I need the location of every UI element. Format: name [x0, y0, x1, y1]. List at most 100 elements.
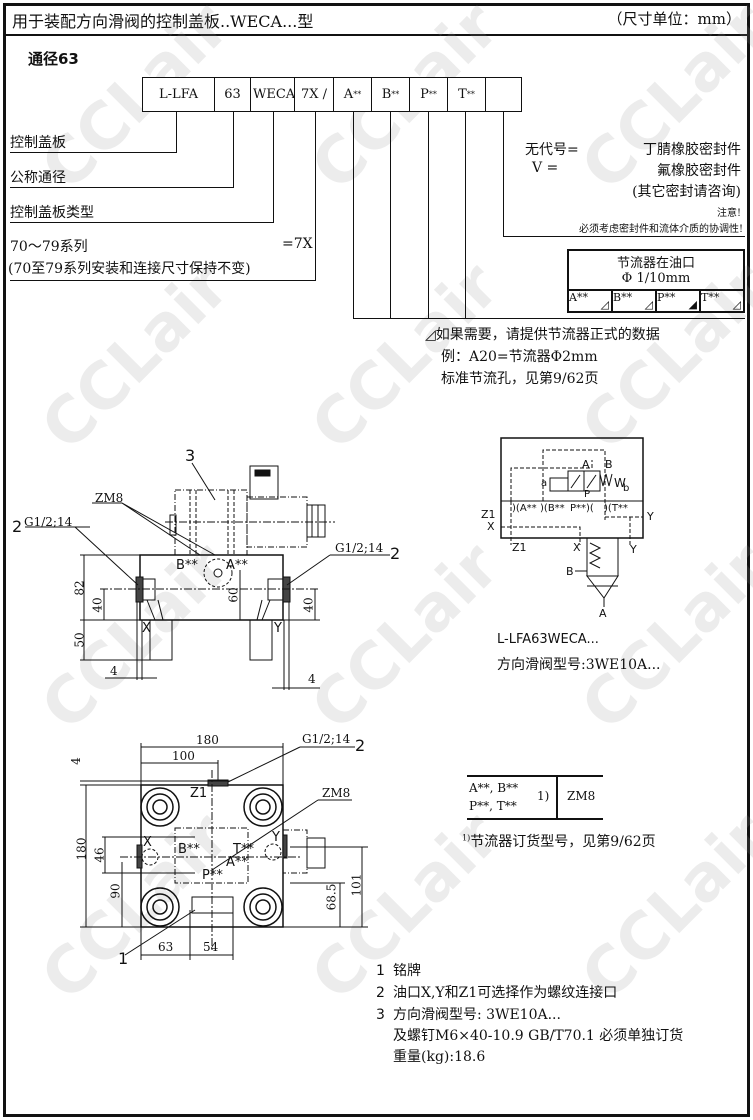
leader-line [10, 222, 274, 223]
leader-line [503, 112, 504, 237]
symbol-b: B [605, 458, 613, 471]
dim-40-left: 40 [90, 597, 105, 613]
throttle-title: 节流器在油口 [616, 256, 695, 271]
side-item-3: 3 [185, 446, 196, 465]
top-port-p: P** [202, 868, 223, 883]
port-text: A** [519, 503, 537, 514]
cell-text: P** [657, 291, 676, 304]
code-text: L-LFA [159, 87, 198, 102]
label-series: 70～79系列 [10, 239, 88, 255]
code-box-series: 7X / [294, 77, 334, 112]
seal-none-desc: 丁腈橡胶密封件 [643, 142, 741, 158]
leader-line [428, 112, 429, 319]
code-box-size: 63 [214, 77, 251, 112]
throttle-cell-b: B**◿ [613, 291, 657, 311]
note-text: 如果需要，请提供节流器正式的数据 [435, 327, 660, 343]
leader-line [10, 187, 234, 188]
top-port-a: A** [226, 855, 248, 870]
title-bar [3, 3, 750, 36]
side-item-2-right: 2 [390, 544, 401, 563]
symbol-out-a: A [599, 607, 607, 620]
item-1: 1 铭牌 [376, 960, 421, 980]
symbol-sol-a: a [541, 478, 548, 489]
code-text: B [381, 87, 392, 102]
zm8-ref: 1) [537, 789, 550, 803]
label-nominal-size: 公称通径 [10, 170, 66, 186]
seal-warning: 必须考虑密封件和流体介质的协调性! [578, 224, 743, 235]
leader-line [233, 112, 234, 188]
footnote-text: 节流器订货型号，见第9/62页 [470, 834, 656, 850]
top-port-t: T** [233, 842, 254, 857]
code-text: 7X [300, 87, 319, 102]
symbol-port-t: )(T** [604, 503, 628, 514]
leader-line [315, 112, 316, 281]
code-text: WECA [253, 87, 296, 102]
top-port-b: B** [178, 842, 200, 857]
symbol-y-bottom: Y [630, 543, 637, 556]
dim-100: 100 [172, 749, 195, 763]
item-text: 铭牌 [393, 963, 421, 979]
units-note: （尺寸单位：mm） [607, 10, 741, 28]
symbol-port-a: )(A** [512, 503, 537, 514]
top-view-drawing [80, 743, 368, 960]
throttle-cell-t: T**◿ [701, 291, 743, 311]
code-text: 63 [224, 87, 241, 102]
side-port-right: G1/2;14 [335, 541, 384, 555]
nominal-size-label: 通径63 [28, 50, 79, 68]
dim-101: 101 [349, 873, 364, 897]
cell-text: A** [569, 291, 588, 304]
dim-54: 54 [203, 940, 219, 954]
dim-4-right: 4 [308, 672, 316, 686]
dim-90: 90 [108, 883, 123, 899]
symbol-y: Y [647, 510, 654, 523]
side-port-left: G1/2;14 [24, 515, 73, 529]
dim-40-right: 40 [301, 597, 316, 613]
port-text: T** [611, 503, 628, 514]
page-title: 用于装配方向滑阀的控制盖板..WECA...型 [12, 12, 314, 31]
item-num: 1 [376, 963, 385, 979]
code-text: P [420, 87, 429, 102]
throttle-cell-a: A**◿ [569, 291, 613, 311]
zm8-ports-line2: P**, T** [469, 799, 517, 813]
item-num: 2 [376, 985, 385, 1001]
footnote: 1)节流器订货型号，见第9/62页 [462, 831, 656, 851]
zm8-table: A**, B** P**, T** 1) ZM8 [467, 775, 603, 820]
leader-line [465, 112, 466, 319]
item-text: 方向滑阀型号: 3WE10A... [393, 1007, 561, 1023]
zm8-ports-line1: A**, B** [469, 781, 519, 795]
throttle-triangle-icon: ◢ [688, 298, 697, 311]
throttle-triangle-icon: ◿ [425, 327, 436, 343]
dim-63: 63 [158, 940, 174, 954]
label-series-note: (70至79系列安装和连接尺寸保持不变) [8, 261, 251, 277]
dim-4: 4 [68, 757, 83, 765]
throttle-box: 节流器在油口 Φ 1/10mm A**◿ B**◿ P** ◢ T**◿ [567, 249, 745, 313]
dim-82: 82 [72, 580, 87, 596]
symbol-port-b: )(B** [540, 503, 565, 514]
item-num: 3 [376, 1007, 385, 1023]
throttle-note-2: 例：A20=节流器Φ2mm [441, 349, 598, 365]
top-item-1: 1 [118, 949, 129, 968]
side-port-y: Y [274, 621, 282, 636]
throttle-note-3: 标准节流孔，见第9/62页 [441, 371, 599, 387]
code-text: A [343, 87, 354, 102]
label-cover: 控制盖板 [10, 135, 66, 151]
leader-line [353, 318, 745, 319]
symbol-w: W [614, 476, 626, 490]
symbol-x-bottom: X [573, 541, 581, 554]
leader-line [503, 236, 745, 237]
dim-46: 46 [92, 847, 107, 863]
code-sup: ** [428, 90, 437, 99]
leader-line [10, 152, 177, 153]
seal-other: (其它密封请咨询) [632, 184, 741, 200]
symbol-x: X [487, 520, 495, 533]
code-box-b: B** [371, 77, 410, 112]
symbol-p: P [584, 489, 591, 500]
symbol-sol-b: b [623, 483, 630, 494]
footnote-mark: 1) [462, 833, 471, 843]
side-port-x: X [142, 621, 151, 636]
top-port: G1/2;14 [302, 732, 351, 746]
throttle-unit: Φ 1/10mm [621, 271, 691, 286]
slash-separator: / [322, 87, 328, 102]
item-text: 油口X,Y和Z1可选择作为螺纹连接口 [393, 985, 618, 1001]
